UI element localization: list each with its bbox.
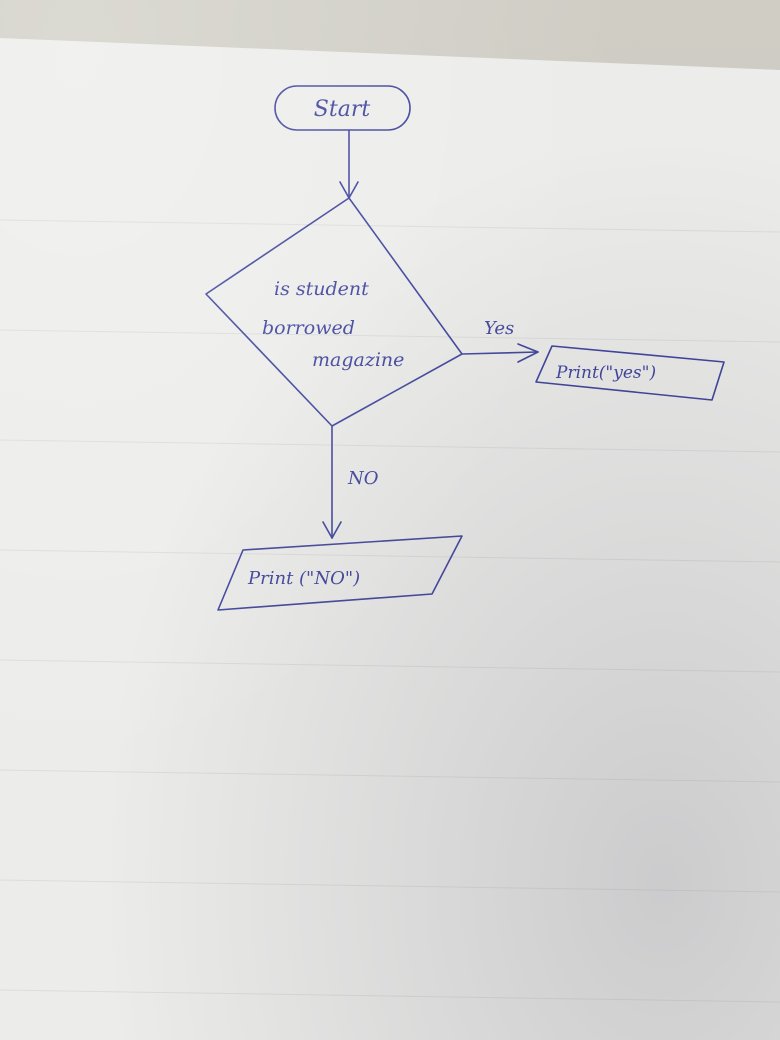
no-output-label: Print ("NO") [247,568,360,589]
decision-line-2: borrowed [262,317,355,339]
decision-line-3: magazine [312,349,404,371]
yes-label: Yes [484,318,514,339]
start-terminal [274,85,411,131]
page-rule-lines [0,219,780,1003]
no-label: NO [347,468,379,489]
start-label: Start [314,97,371,122]
arrow-yes [461,351,539,355]
decision-line-1: is student [274,278,369,300]
no-output-box [217,535,463,611]
arrow-head-yes [517,343,539,363]
yes-output-label: Print("yes") [555,363,656,383]
yes-output-box [535,345,725,401]
paper-sheet [0,38,780,1040]
arrow-head-no [322,521,342,539]
